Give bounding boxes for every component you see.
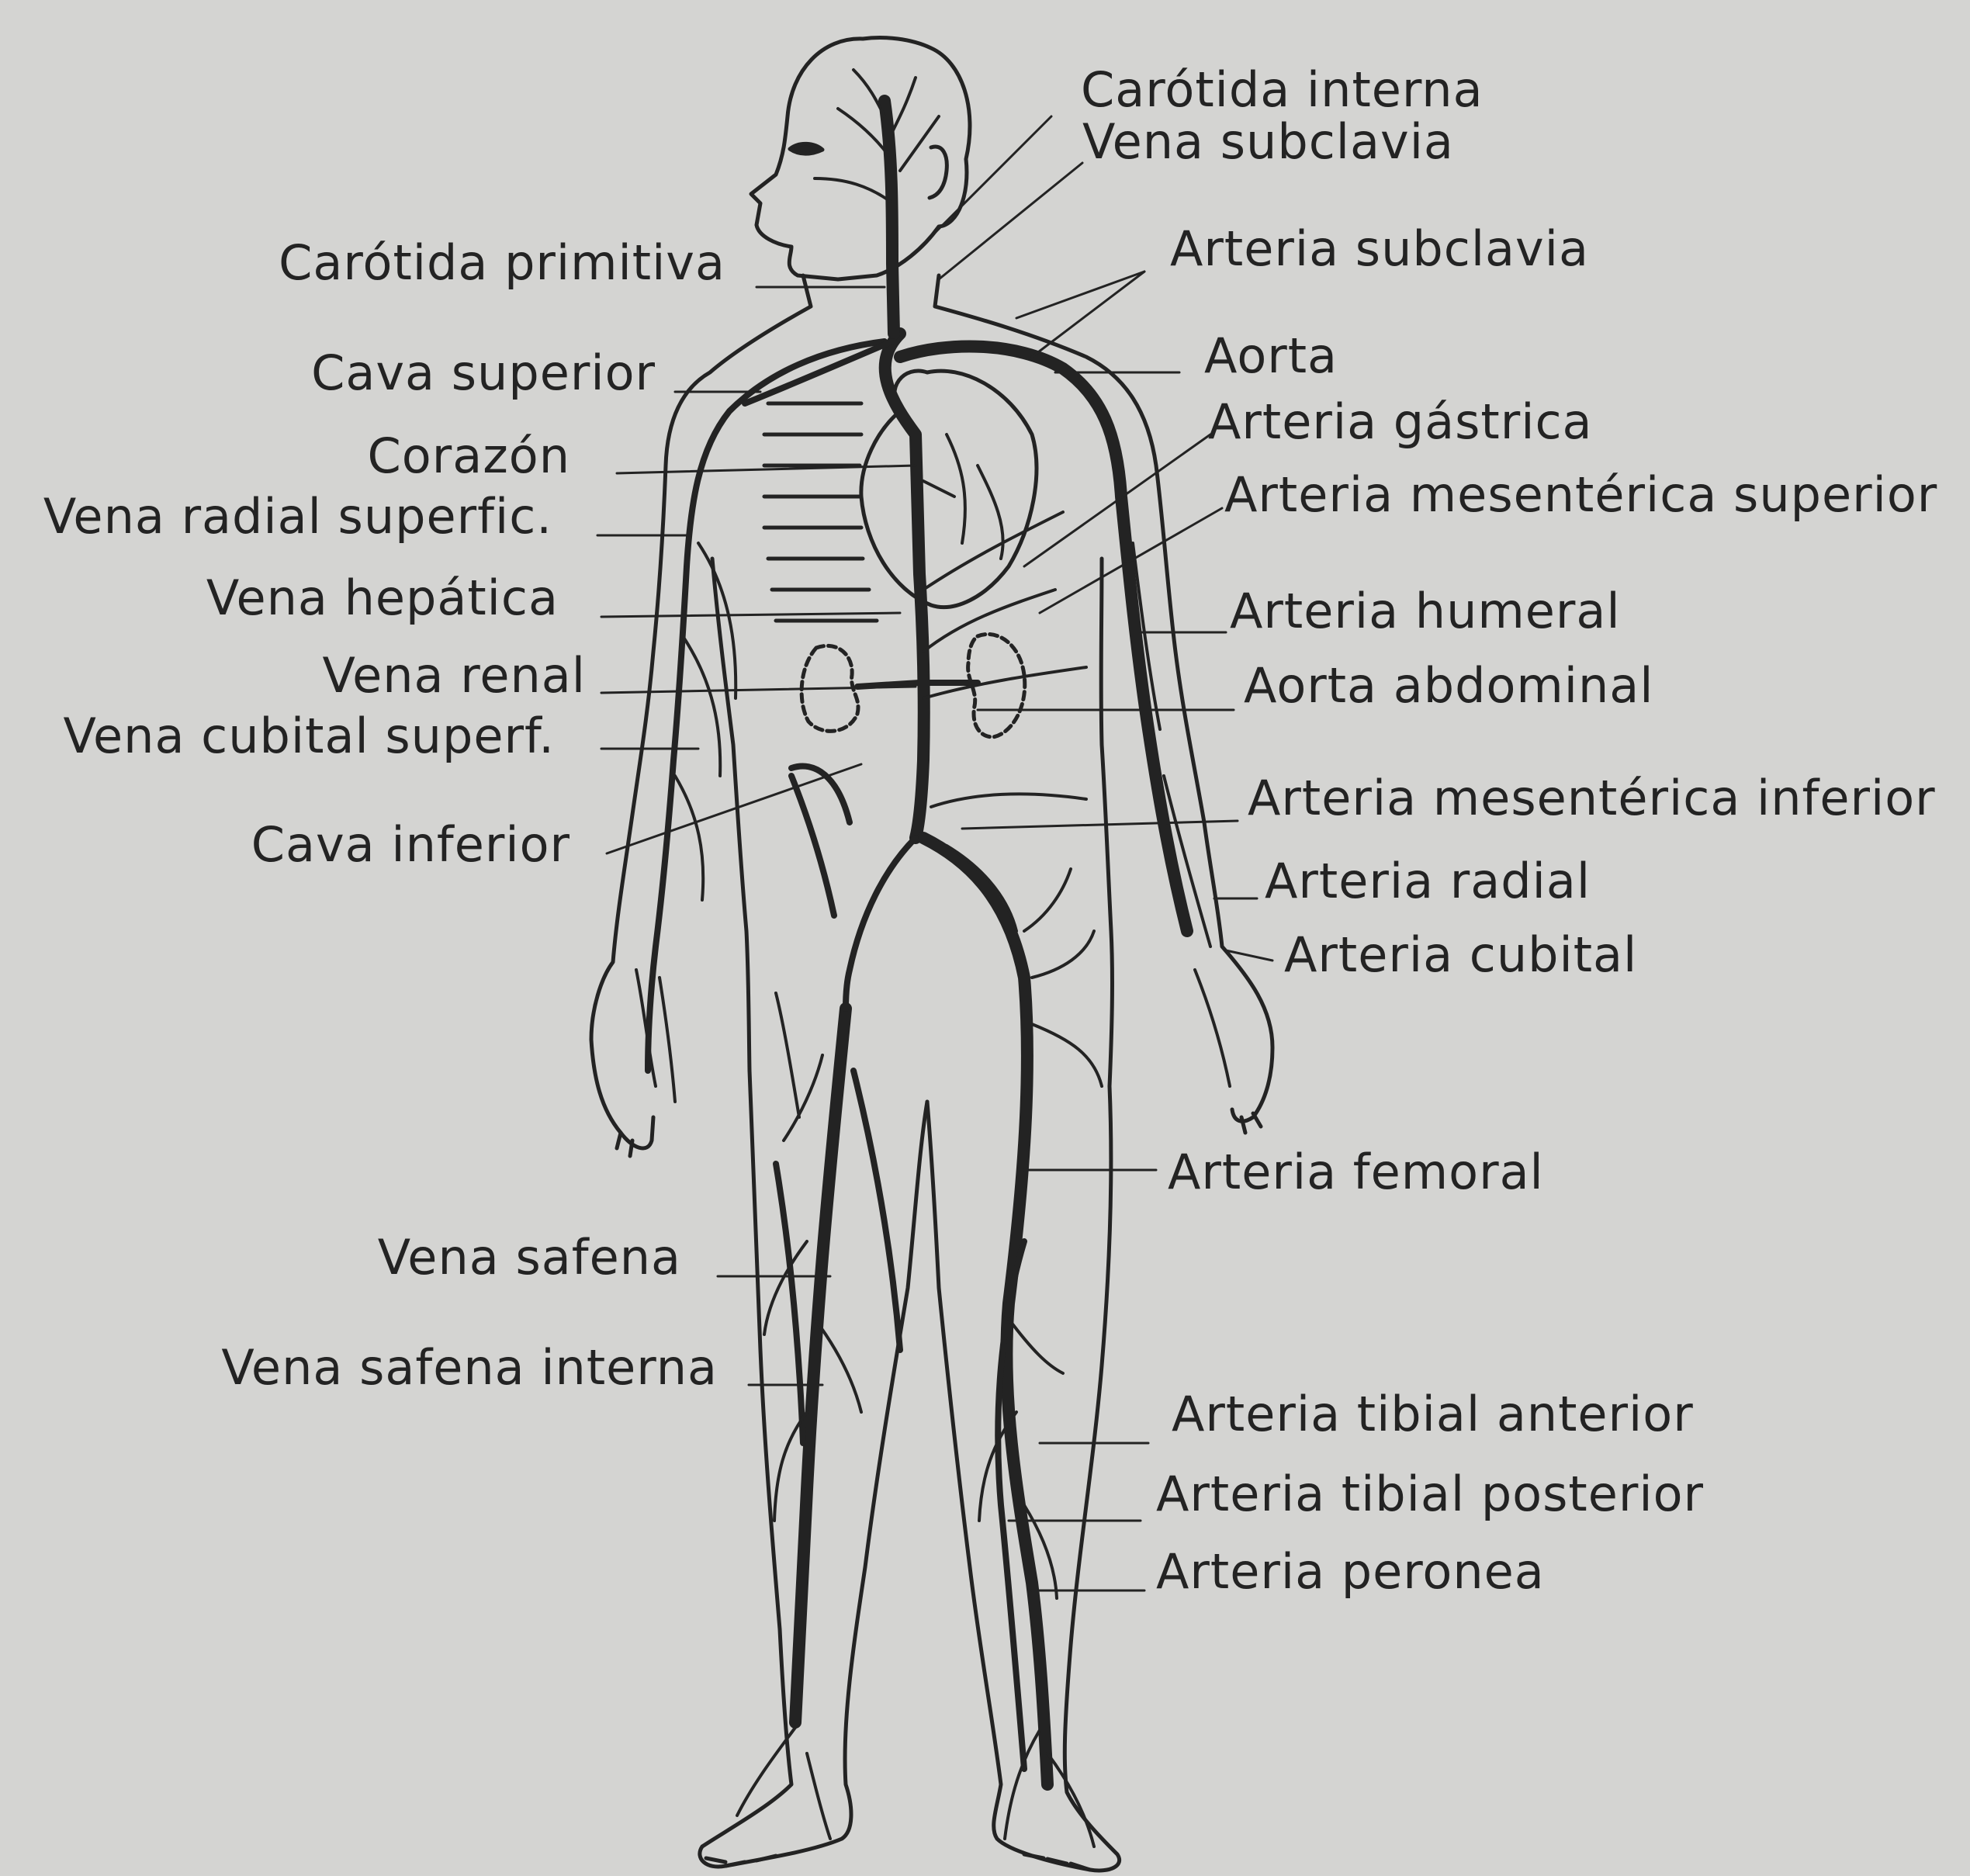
label-vena-radial-superfic: Vena radial superfic. (43, 493, 552, 541)
label-arteria-humeral: Arteria humeral (1230, 587, 1621, 635)
femoral-left-vessel (795, 1009, 846, 1722)
label-arteria-peronea: Arteria peronea (1156, 1548, 1545, 1596)
label-carotida-interna: Carótida interna (1081, 66, 1484, 114)
label-vena-safena-interna: Vena safena interna (221, 1344, 718, 1392)
label-arteria-subclavia: Arteria subclavia (1170, 225, 1589, 273)
label-arteria-tibial-posterior: Arteria tibial posterior (1156, 1470, 1704, 1518)
label-arteria-tibial-anterior: Arteria tibial anterior (1172, 1390, 1694, 1438)
label-vena-safena: Vena safena (378, 1234, 681, 1282)
label-cava-superior: Cava superior (311, 349, 656, 397)
fine-vessels (636, 70, 1230, 1847)
label-carotida-primitiva: Carótida primitiva (279, 239, 725, 287)
label-vena-renal: Vena renal (322, 652, 586, 700)
label-cava-inferior: Cava inferior (251, 821, 570, 869)
label-arteria-radial: Arteria radial (1265, 857, 1591, 905)
label-arteria-mesenterica-superior: Arteria mesentérica superior (1224, 471, 1937, 519)
label-arteria-cubital: Arteria cubital (1284, 931, 1637, 979)
label-arteria-gastrica: Arteria gástrica (1208, 398, 1593, 446)
carotid-vessel (885, 101, 894, 334)
label-vena-cubital-superf: Vena cubital superf. (63, 712, 555, 760)
label-vena-subclavia: Vena subclavia (1082, 118, 1454, 166)
aorta-vessel (885, 334, 924, 838)
label-vena-hepatica: Vena hepática (206, 574, 559, 622)
label-arteria-femoral: Arteria femoral (1168, 1148, 1544, 1196)
label-arteria-mesenterica-inferior: Arteria mesentérica inferior (1248, 774, 1936, 822)
label-aorta: Aorta (1204, 332, 1338, 380)
label-aorta-abdominal: Aorta abdominal (1244, 662, 1654, 710)
label-corazon: Corazón (368, 432, 570, 480)
